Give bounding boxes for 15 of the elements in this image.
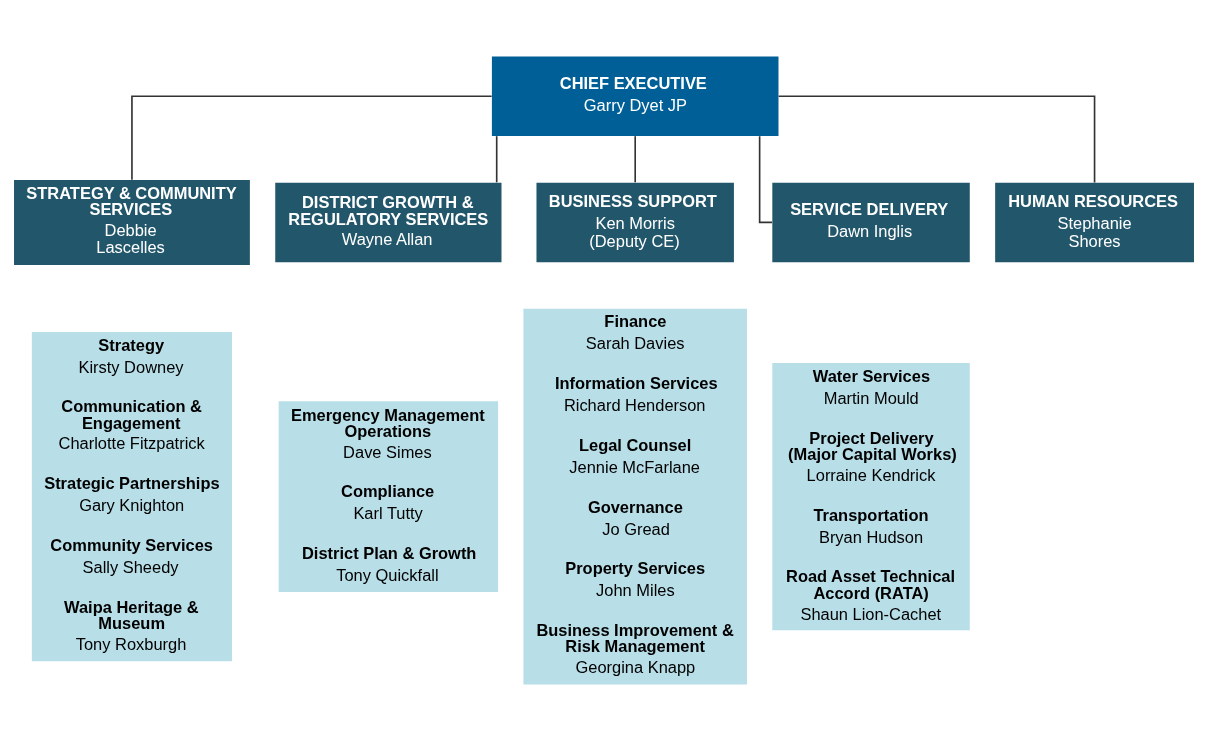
node-box: Emergency Management Operations Dave Simes Compliance Karl Tutty District Plan & Growth Tony Quickfall (278, 400, 499, 592)
connector (495, 134, 498, 183)
node-box: STRATEGY & COMMUNITY SERVICES Debbie Lascelles (14, 179, 250, 265)
node-box: CHIEF EXECUTIVE Garry Dyet JP (491, 56, 779, 136)
node-box: Finance Sarah Davies Information Services Richard Henderson Legal Counsel Jennie McFarlane Governance Jo Gread Property Services John Miles Business Improvement & Risk Management Georgina Knapp (523, 308, 747, 684)
node-box: Strategy Kirsty Downey Communication & Engagement Charlotte Fitzpatrick Strategic Partnerships Gary Knighton Community Services Sally Sheedy Waipa Heritage & Museum Tony Roxburgh (31, 331, 233, 661)
connector (634, 134, 637, 183)
connector (777, 94, 1096, 183)
node-box: HUMAN RESOURCES Stephanie Shores (995, 182, 1194, 262)
node-box: BUSINESS SUPPORT Ken Morris (Deputy CE) (536, 182, 734, 262)
connector (131, 94, 493, 180)
connector (758, 134, 773, 223)
node-box: DISTRICT GROWTH & REGULATORY SERVICES Wayne Allan (275, 182, 502, 262)
node-box: Water Services Martin Mould Project Delivery (Major Capital Works) Lorraine Kendrick Transportation Bryan Hudson Road Asset Technical Accord (RATA) Shaun Lion-Cachet (772, 362, 970, 630)
node-box: SERVICE DELIVERY Dawn Inglis (772, 182, 970, 262)
